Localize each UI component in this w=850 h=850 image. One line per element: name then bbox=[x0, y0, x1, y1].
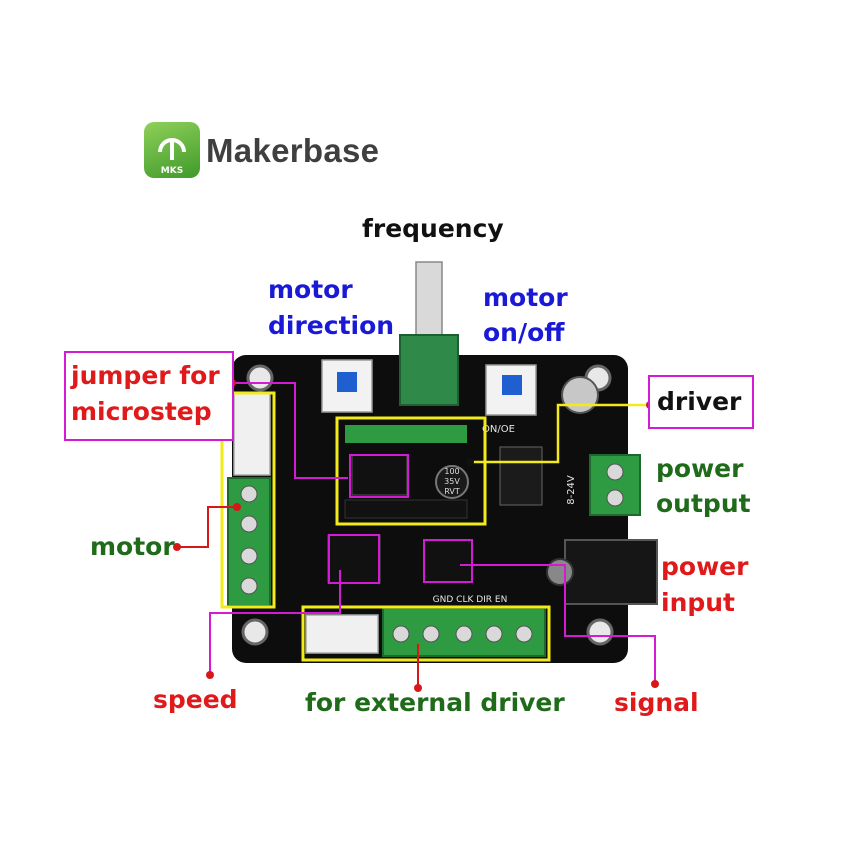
label-power-output-line1: power bbox=[656, 454, 744, 483]
label-external-driver: for external driver bbox=[305, 688, 565, 717]
label-motor-direction-line2: direction bbox=[268, 311, 395, 340]
driver-label-box: driver bbox=[648, 375, 754, 429]
leader-dot bbox=[173, 543, 181, 551]
terminal-screw bbox=[485, 625, 503, 643]
signal-highlight-box bbox=[423, 539, 473, 583]
voltage-regulator bbox=[499, 446, 543, 506]
potentiometer-body bbox=[399, 334, 459, 406]
label-power-input-line1: power bbox=[661, 552, 749, 581]
motor-highlight-box bbox=[220, 391, 276, 609]
terminal-screw bbox=[606, 463, 624, 481]
leader-dot bbox=[206, 671, 214, 679]
terminal-screw bbox=[240, 547, 258, 565]
label-motor-onoff-line2: on/off bbox=[483, 318, 565, 347]
capacitor-label: 100 bbox=[444, 467, 459, 476]
onoff-switch-button bbox=[502, 375, 522, 395]
external-driver-highlight-box bbox=[301, 605, 551, 662]
power-silkscreen: 8-24V bbox=[566, 475, 577, 505]
dc-jack-pin bbox=[546, 558, 574, 586]
mounting-hole bbox=[586, 618, 614, 646]
label-jumper-line2: microstep bbox=[71, 397, 212, 426]
driver-socket-header bbox=[344, 499, 468, 519]
driver-leader-line bbox=[470, 403, 650, 464]
terminal-screw bbox=[392, 625, 410, 643]
jumper-block bbox=[351, 454, 408, 496]
microstep-header bbox=[233, 392, 271, 476]
leader-dot bbox=[414, 684, 422, 692]
driver-highlight-box bbox=[335, 416, 487, 526]
mounting-hole bbox=[241, 618, 269, 646]
terminal-screw bbox=[240, 485, 258, 503]
label-frequency: frequency bbox=[362, 214, 504, 243]
jumper-leader-line bbox=[232, 382, 348, 479]
label-power-output-line2: output bbox=[656, 489, 751, 518]
label-driver: driver bbox=[657, 387, 742, 416]
terminal-screw bbox=[240, 577, 258, 595]
mounting-hole bbox=[246, 364, 274, 392]
terminal-silkscreen: GND CLK DIR EN bbox=[433, 595, 508, 605]
capacitor bbox=[561, 376, 599, 414]
capacitor-label: 35V bbox=[444, 477, 460, 486]
terminal-screw bbox=[240, 515, 258, 533]
dc-power-jack bbox=[564, 539, 658, 605]
label-speed: speed bbox=[153, 685, 238, 714]
leader-dot bbox=[651, 680, 659, 688]
makerbase-logo-icon: MKS bbox=[144, 122, 200, 178]
logo-text: MKS bbox=[161, 166, 183, 176]
bulk-capacitor bbox=[435, 465, 469, 499]
jumper-label-box: jumper for microstep bbox=[64, 351, 234, 441]
signal-leader-line bbox=[460, 564, 656, 684]
signal-jumper-block bbox=[423, 539, 473, 583]
speed-highlight-box bbox=[328, 534, 380, 584]
label-jumper-line1: jumper for bbox=[71, 361, 220, 390]
label-power-input-line2: input bbox=[661, 588, 736, 617]
bottom-header bbox=[305, 614, 379, 654]
label-motor: motor bbox=[90, 532, 175, 561]
driver-socket-header bbox=[345, 425, 467, 443]
terminal-screw bbox=[422, 625, 440, 643]
motor-leader-line bbox=[177, 506, 237, 548]
leader-dot bbox=[466, 458, 474, 466]
label-motor-onoff-line1: motor bbox=[483, 283, 568, 312]
logo-emblem-icon: MKS bbox=[158, 138, 186, 176]
label-motor-direction-line1: motor bbox=[268, 275, 353, 304]
label-signal: signal bbox=[614, 688, 699, 717]
speed-leader-line bbox=[209, 570, 341, 675]
speed-jumper-block bbox=[327, 534, 381, 584]
jumper-highlight-box bbox=[349, 454, 409, 498]
direction-switch-button bbox=[337, 372, 357, 392]
onoe-silkscreen: ON/OE bbox=[482, 424, 515, 435]
terminal-screw bbox=[606, 489, 624, 507]
capacitor-label: RVT bbox=[444, 487, 460, 496]
terminal-screw bbox=[515, 625, 533, 643]
leader-dot bbox=[233, 503, 241, 511]
terminal-screw bbox=[455, 625, 473, 643]
potentiometer-shaft bbox=[415, 261, 443, 343]
brand-name: Makerbase bbox=[206, 132, 380, 169]
